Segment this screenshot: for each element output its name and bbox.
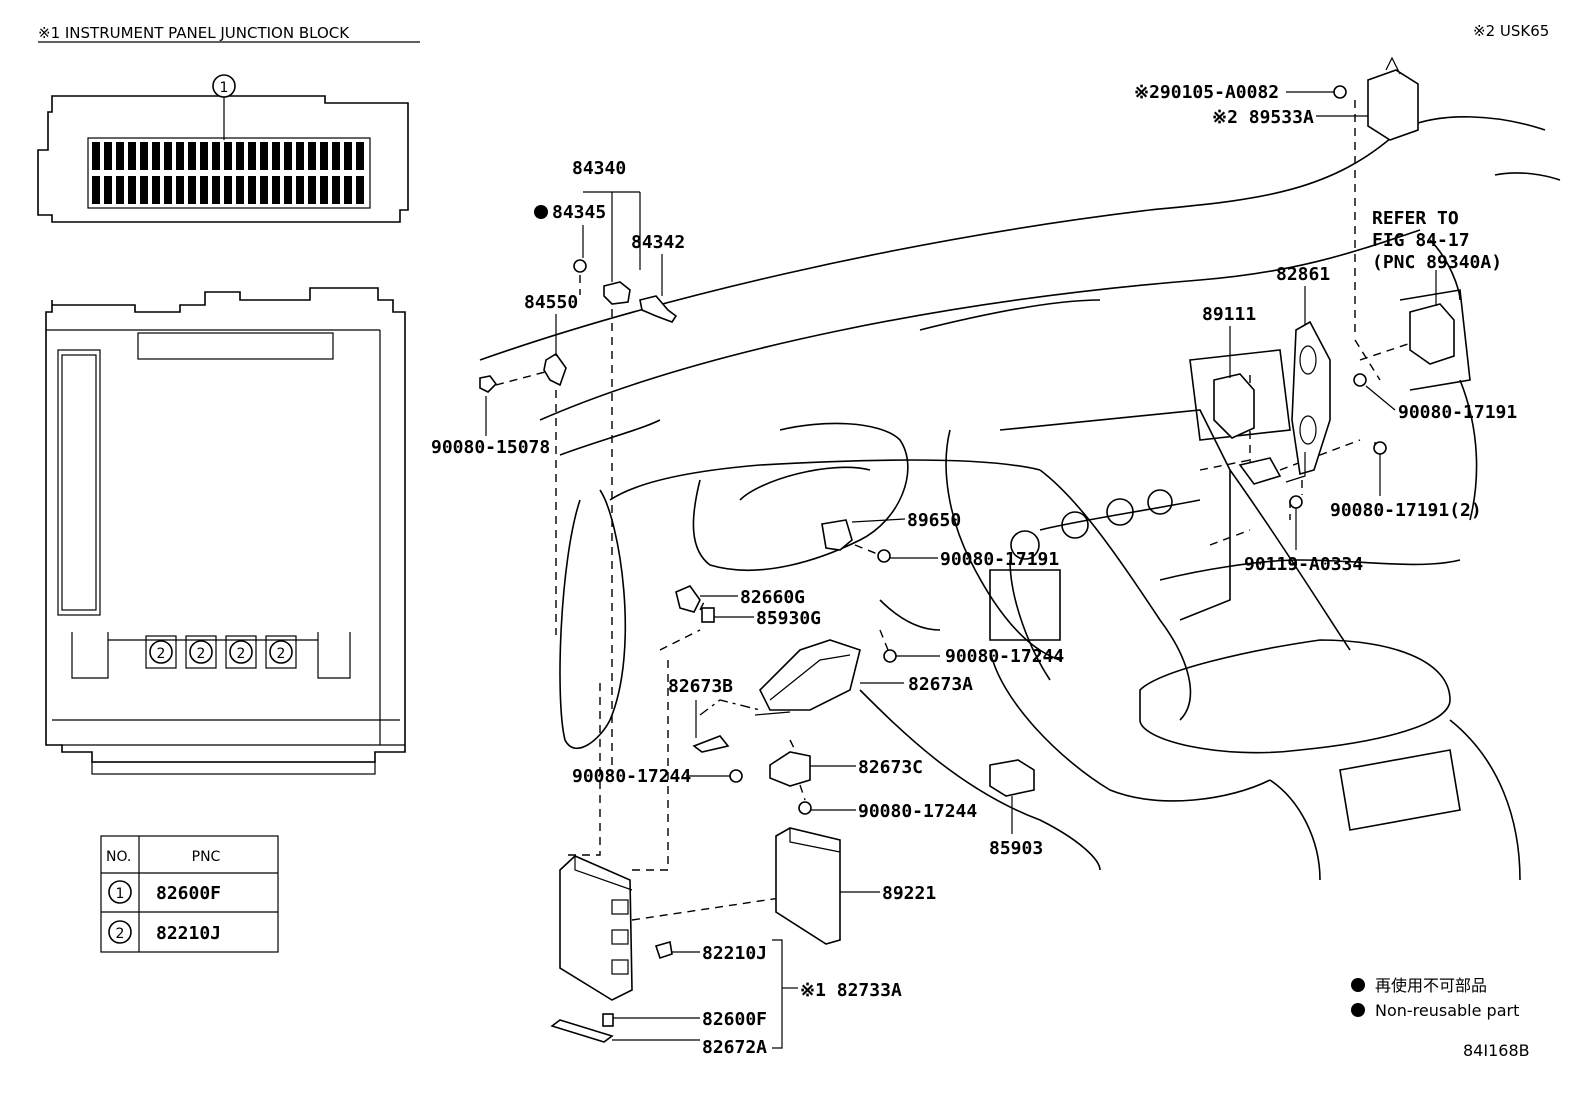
label-82861: 82861 [1276,264,1330,285]
label-84342: 84342 [631,232,685,253]
pnc-table [100,835,279,953]
label-90080-17191-2: 90080-17191(2) [1330,500,1482,521]
instrument-panel-outline [479,116,1561,881]
callout-1-top-label: 1 [220,80,229,96]
label-82660G: 82660G [740,587,805,608]
table-row-1-circle [108,880,132,904]
label-85903: 85903 [989,838,1043,859]
label-84550: 84550 [524,292,578,313]
pnc-table-col-pnc: PNC [192,849,221,865]
callout-2-c [229,640,253,664]
label-90105-A0082: ※290105-A0082 [1134,82,1279,103]
legend-dot-jp [1351,978,1365,992]
junction-block-title: ※1 INSTRUMENT PANEL JUNCTION BLOCK [38,24,350,42]
label-leaders [485,91,1437,1049]
callout-2-b-label: 2 [197,646,206,662]
callout-2-d-label: 2 [277,646,286,662]
label-82733A: ※1 82733A [800,980,902,1001]
table-row-1-no: 1 [116,886,125,902]
label-90080-17244-a: 90080-17244 [945,646,1064,667]
label-89111: 89111 [1202,304,1256,325]
table-row-2-no: 2 [116,926,125,942]
table-row-2-circle [108,920,132,944]
junction-block-top-view [37,95,409,223]
label-84345: 84345 [552,202,606,223]
label-82672A: 82672A [702,1037,767,1058]
non-reusable-dot-84345 [534,205,548,219]
legend-dot-en [1351,1003,1365,1017]
callout-2-a-label: 2 [157,646,166,662]
figure-id: 84I168B [1463,1041,1530,1060]
label-90080-15078: 90080-15078 [431,437,550,458]
table-row-2-pnc: 82210J [156,923,221,944]
label-84340: 84340 [572,158,626,179]
label-refer-line3: (PNC 89340A) [1372,252,1502,273]
callout-2-d [269,640,293,664]
callout-2-a [149,640,173,664]
junction-block-front-view [45,287,406,775]
label-90119-A0334: 90119-A0334 [1244,554,1363,575]
label-82673C: 82673C [858,757,923,778]
label-82673B: 82673B [668,676,733,697]
model-note: ※2 USK65 [1473,22,1549,40]
label-82210J: 82210J [702,943,767,964]
callout-1-top [212,74,236,98]
callout-2-b [189,640,213,664]
label-refer-line1: REFER TO [1372,208,1459,229]
label-85930G: 85930G [756,608,821,629]
part-sketches [479,56,1455,1043]
callout-2-c-label: 2 [237,646,246,662]
label-82673A: 82673A [908,674,973,695]
label-90080-17244-c: 90080-17244 [858,801,977,822]
label-89533A: ※2 89533A [1212,107,1314,128]
legend-en: Non-reusable part [1375,1001,1519,1020]
label-82600F: 82600F [702,1009,767,1030]
label-90080-17191-a: 90080-17191 [940,549,1059,570]
label-90080-17244-b: 90080-17244 [572,766,691,787]
label-refer-line2: FIG 84-17 [1372,230,1470,251]
label-90080-17191-b: 90080-17191 [1398,402,1517,423]
table-row-1-pnc: 82600F [156,883,221,904]
label-89221: 89221 [882,883,936,904]
pnc-table-col-no: NO. [106,849,131,865]
legend-jp: 再使用不可部品 [1375,976,1487,995]
label-89650: 89650 [907,510,961,531]
